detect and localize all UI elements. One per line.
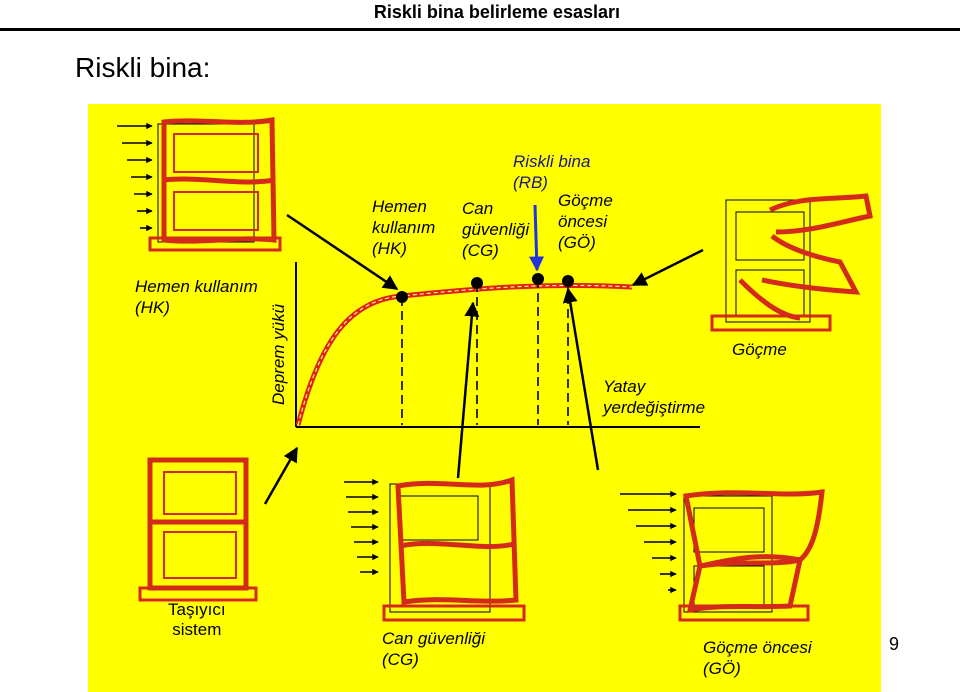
structure-pointer-arrow [263, 446, 299, 505]
frame-cg-bottom [382, 476, 526, 622]
hk-point [396, 291, 408, 303]
label-structure: Taşıyıcı sistem [168, 600, 226, 639]
label-hk-top: Hemen kullanım (HK) [372, 197, 436, 258]
pointer-arrows [263, 204, 704, 505]
label-collapse: Göçme [732, 340, 787, 359]
frame-go-bottom [678, 489, 825, 622]
page-number: 9 [889, 634, 900, 654]
frame-collapse-top [710, 193, 873, 332]
lateral-load-arrows-bottom-middle [344, 478, 379, 576]
go-pointer-arrow [562, 287, 600, 471]
hk-pointer-arrow [286, 213, 399, 291]
lateral-load-arrows-bottom-right [620, 490, 677, 594]
header-divider [0, 28, 960, 31]
label-rb-top: Riskli bina (RB) [513, 152, 591, 192]
frame-hk-top [148, 116, 282, 252]
diagram-panel [88, 104, 881, 692]
cg-point [471, 277, 483, 289]
rb-point [532, 273, 544, 285]
curve-axes [295, 262, 700, 428]
label-cg-bottom: Can güvenliği (CG) [382, 629, 486, 669]
performance-points [396, 273, 574, 425]
go-point [562, 275, 574, 287]
header-title: Riskli bina belirleme esasları [373, 2, 620, 22]
slide-title: Riskli bina: [75, 52, 211, 83]
rb-pointer-arrow [529, 204, 545, 272]
label-hk-left: Hemen kullanım (HK) [135, 277, 258, 317]
label-x-axis: Yatay yerdeğiştirme [603, 377, 706, 417]
frame-structure-bottom [138, 457, 258, 602]
label-y-axis: Deprem yükü [269, 303, 288, 405]
cg-pointer-arrow [456, 301, 480, 479]
label-go-top: Göçme öncesi (GÖ) [558, 191, 613, 252]
label-go-bottom: Göçme öncesi (GÖ) [703, 638, 812, 678]
lateral-load-arrows-top-left [117, 122, 153, 232]
label-cg-top: Can güvenliği (CG) [462, 199, 530, 260]
collapse-pointer-arrow [631, 248, 704, 287]
